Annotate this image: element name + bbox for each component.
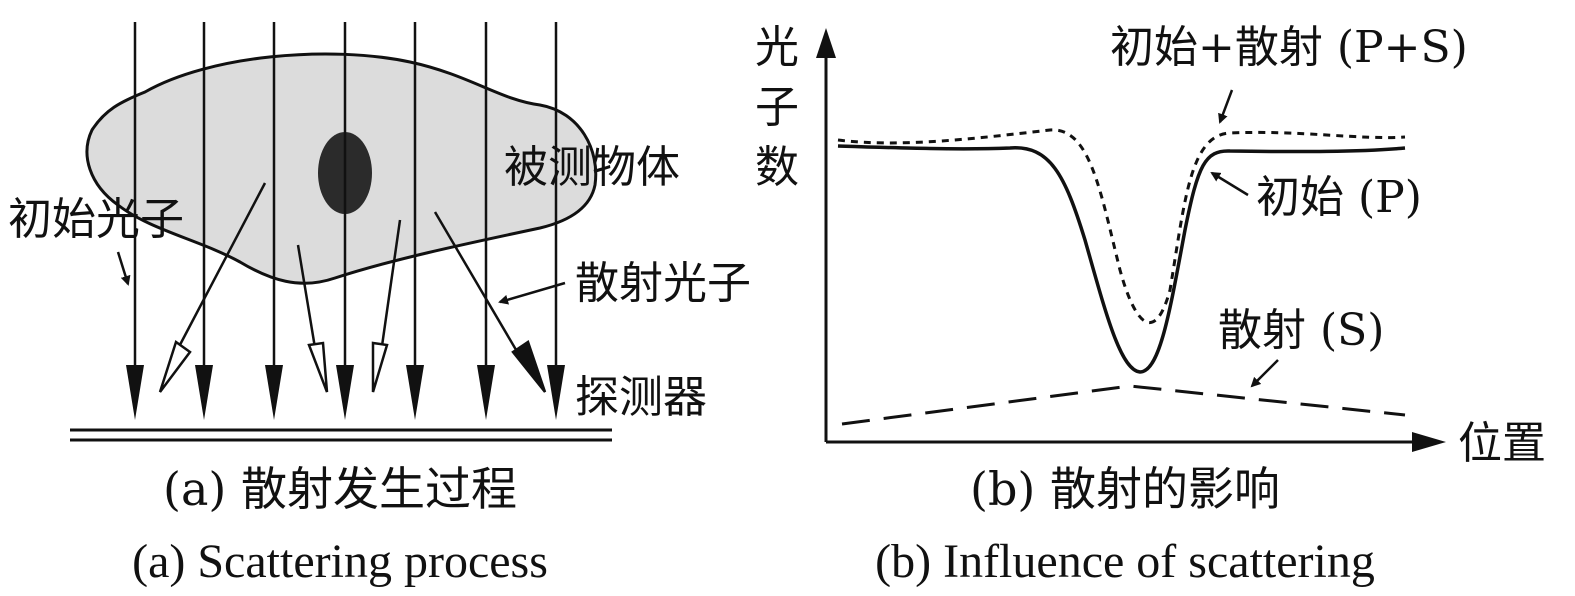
primary-label: 初始 (P) <box>1256 172 1422 223</box>
initial-photon-arrowheads <box>126 365 565 420</box>
caption-a-zh: (a) 散射发生过程 <box>163 462 517 516</box>
object-label: 被测物体 <box>504 142 680 193</box>
ylabel-char-2: 子 <box>755 82 799 133</box>
scatter-label: 散射 (S) <box>1218 305 1384 356</box>
scattered-photon-rays <box>170 182 524 361</box>
ylabel-char-1: 光 <box>755 22 799 73</box>
xlabel: 位置 <box>1458 418 1546 469</box>
scatter-pointer <box>1250 359 1279 388</box>
caption-b-en: (b) Influence of scattering <box>875 535 1375 588</box>
primary-pointer <box>1210 171 1249 197</box>
initial-photons-pointer <box>116 251 131 286</box>
total-pointer <box>1218 89 1234 124</box>
scattered-photon-arrowheads <box>158 339 547 393</box>
initial-photon-rays <box>133 22 558 385</box>
detector-plate <box>70 428 612 442</box>
y-axis-arrowhead <box>816 28 836 58</box>
curve-total-p-plus-s <box>837 128 1406 325</box>
detector-label: 探测器 <box>575 372 707 423</box>
curve-primary-p <box>837 144 1406 374</box>
x-axis-arrowhead <box>1412 432 1446 452</box>
caption-b-zh: (b) 散射的影响 <box>970 462 1280 516</box>
scattered-photons-label: 散射光子 <box>575 258 751 309</box>
scattered-photons-pointer <box>498 281 566 305</box>
caption-a-en: (a) Scattering process <box>132 535 548 588</box>
panel-a-scattering-process: 被测物体 初始光子 散射光子 探测器 (a) 散射发生过程 (a) Scatte… <box>8 22 751 588</box>
axes <box>824 48 1420 444</box>
panel-b-influence-of-scattering: 光 子 数 位置 初始+散射 (P+S) 初始 (P) 散射 (S) (b) 散… <box>755 22 1546 588</box>
total-label: 初始+散射 (P+S) <box>1110 22 1468 73</box>
initial-photons-label: 初始光子 <box>8 194 184 245</box>
curve-scatter-s <box>841 384 1406 426</box>
ylabel-char-3: 数 <box>755 142 799 193</box>
label-pointers-b <box>1210 89 1279 388</box>
label-pointers-a <box>116 251 566 305</box>
